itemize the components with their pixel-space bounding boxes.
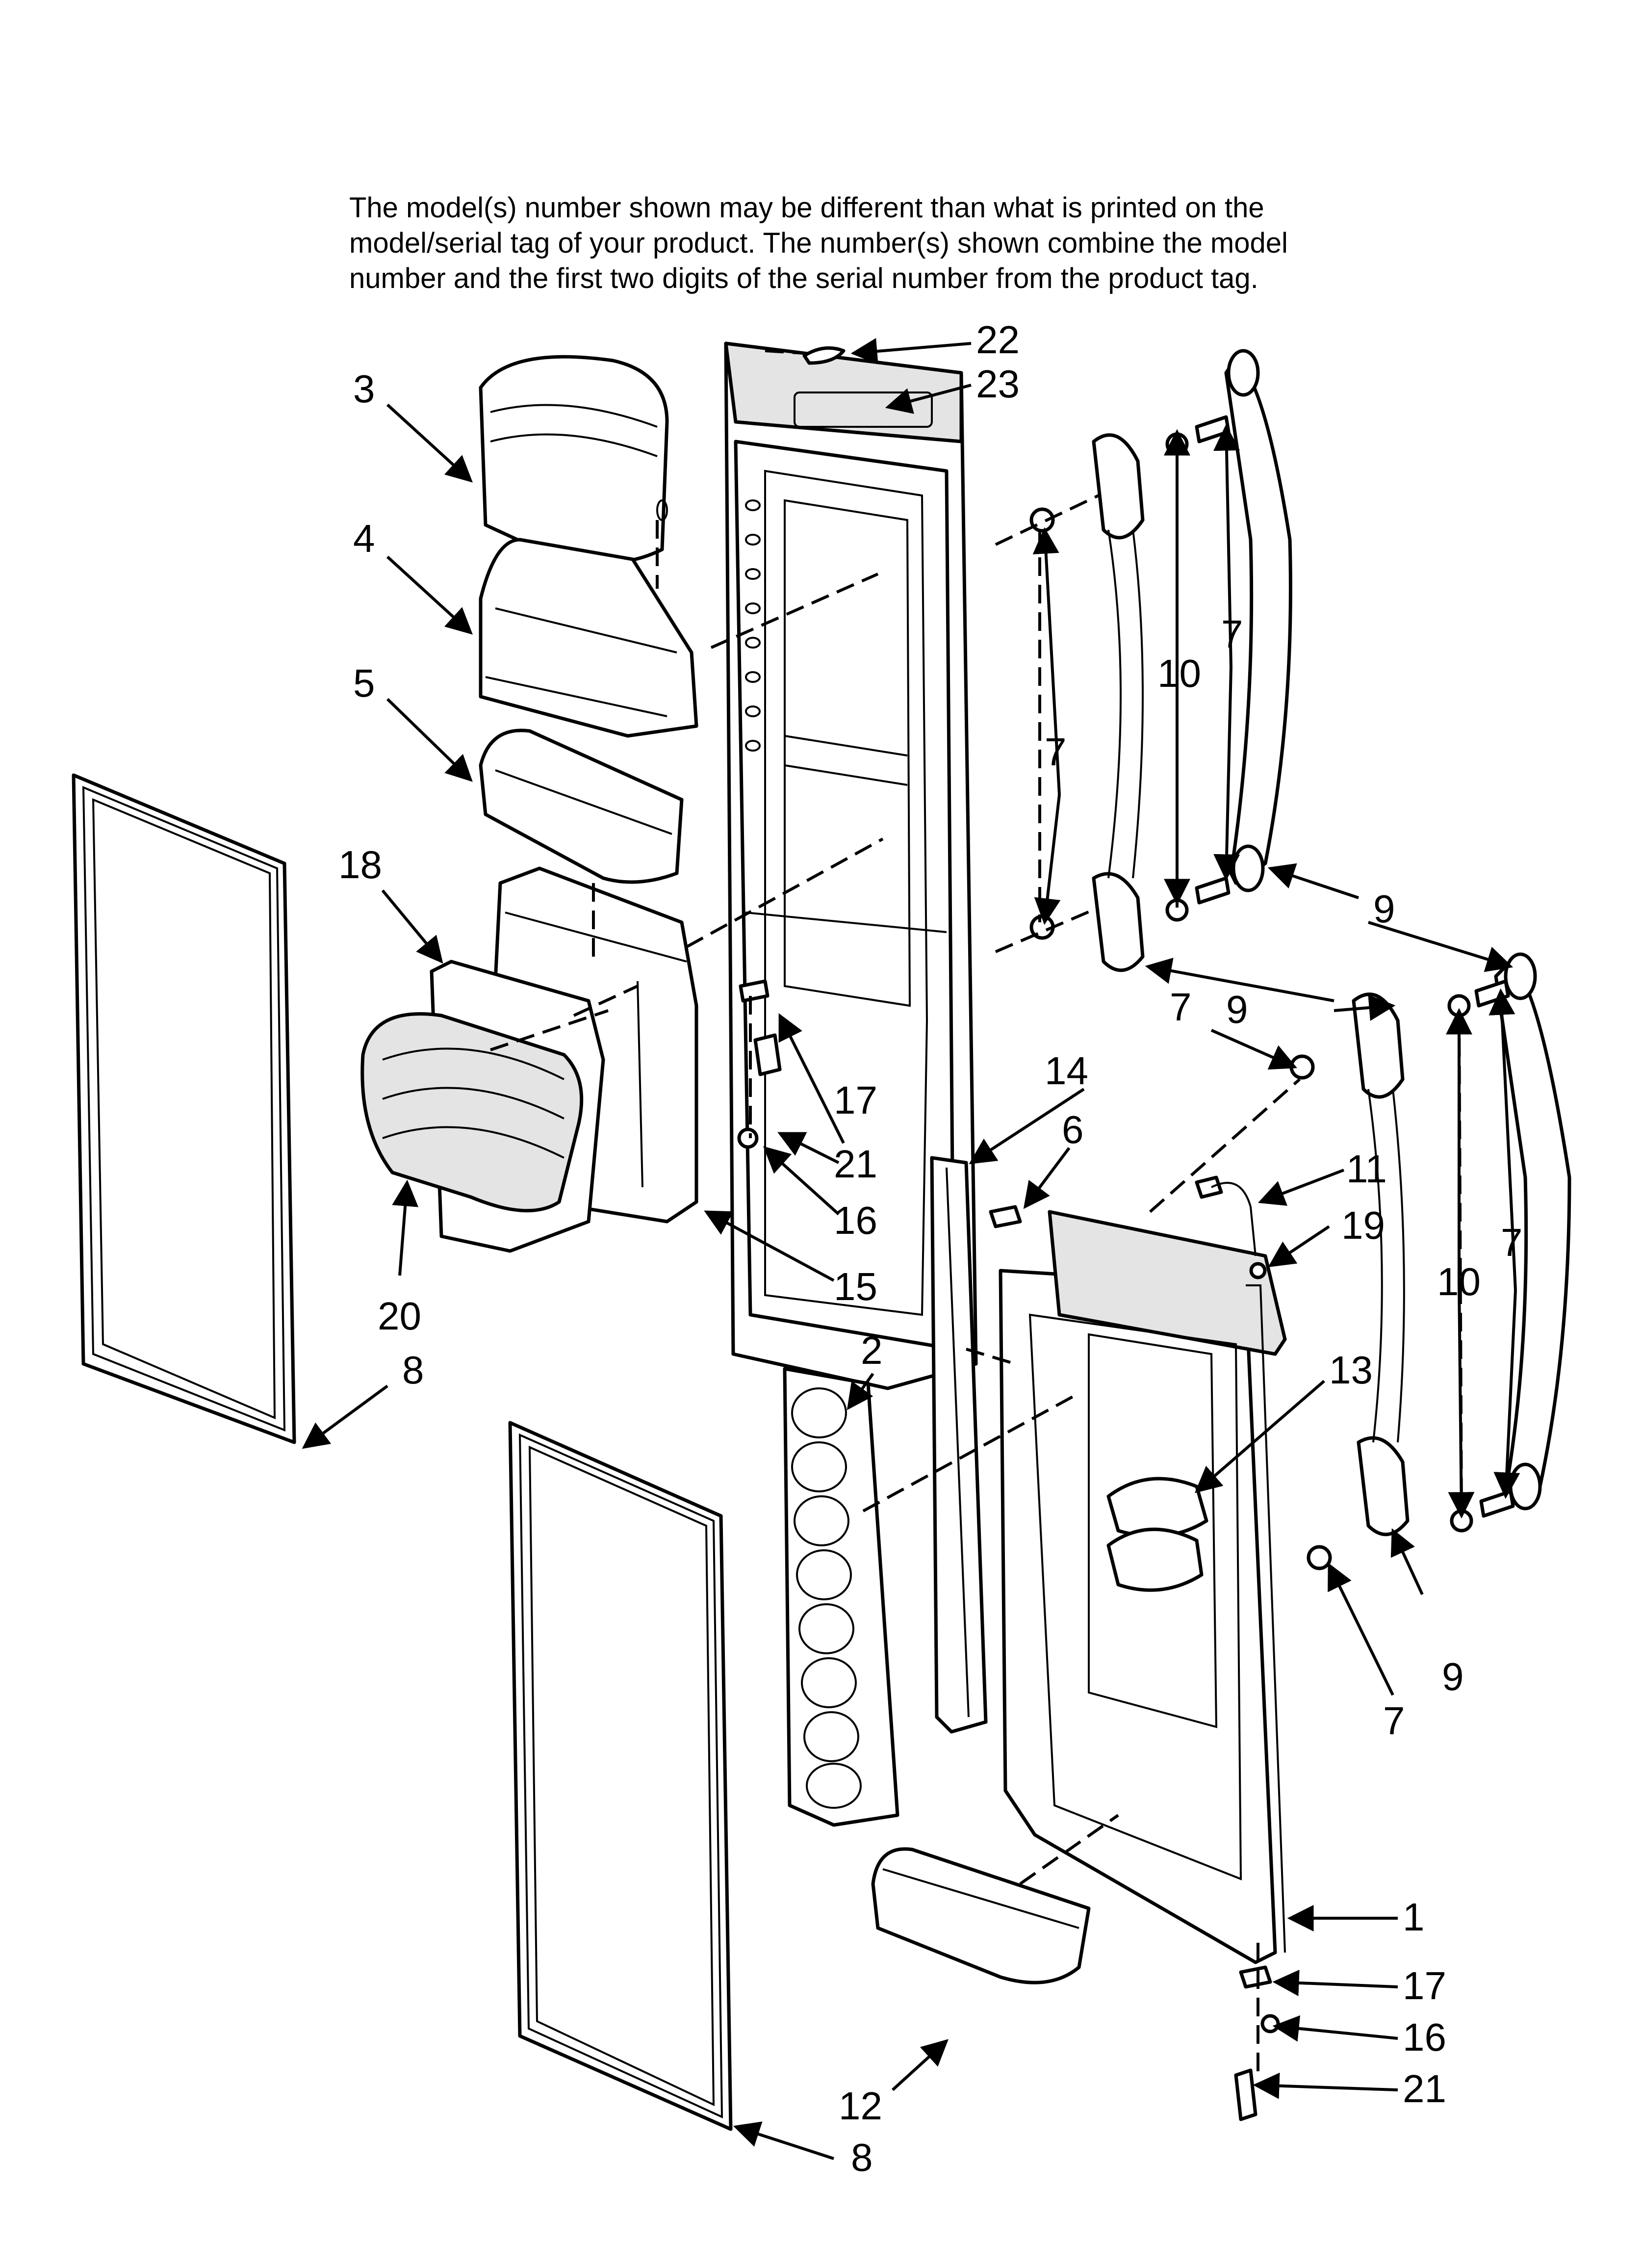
callout-9-b: 9 [1226, 988, 1248, 1031]
callout-leaders [302, 338, 1520, 2160]
callout-17-upper: 17 [834, 1078, 877, 1122]
callout-9-a: 9 [1373, 887, 1395, 931]
callout-7-e: 7 [1383, 1699, 1405, 1743]
callout-17-lower: 17 [1403, 1964, 1446, 2007]
callout-8-upper: 8 [402, 1348, 424, 1392]
callout-8-lower: 8 [851, 2136, 873, 2179]
callout-3: 3 [353, 367, 375, 411]
dairy-bin-part-4 [479, 538, 698, 738]
model-number-note: The model(s) number shown may be differe… [349, 190, 1428, 296]
callout-14: 14 [1045, 1049, 1088, 1093]
upper-door-liner [724, 341, 978, 1390]
upper-door-shelf-slots [745, 499, 761, 752]
door-gasket-upper-part-8 [72, 773, 296, 1444]
callout-7-c: 7 [1170, 985, 1192, 1029]
callout-7-d: 7 [1501, 1221, 1523, 1264]
dispenser-door-part-20 [360, 1012, 584, 1213]
callout-22: 22 [976, 318, 1020, 362]
callout-15: 15 [834, 1265, 877, 1308]
lower-handle-bracket-part-9 [1352, 992, 1410, 1537]
callout-1: 1 [1403, 1895, 1425, 1939]
upper-handle-part-9 [1224, 349, 1292, 892]
callout-10-b: 10 [1437, 1260, 1481, 1303]
note-line-1: The model(s) number shown may be differe… [349, 192, 1264, 224]
door-cap-part-22 [802, 346, 846, 365]
callout-9-c: 9 [1442, 1655, 1464, 1698]
dairy-door-part-3 [479, 355, 669, 565]
note-line-3: number and the first two digits of the s… [349, 262, 1258, 294]
callout-11: 11 [1346, 1147, 1387, 1191]
callout-10-a: 10 [1157, 652, 1201, 695]
callout-5: 5 [353, 661, 375, 705]
callout-labels: 22 23 3 4 5 18 20 8 8 17 21 16 15 14 6 2… [338, 318, 1523, 2179]
callout-2: 2 [861, 1329, 883, 1372]
callout-12: 12 [839, 2084, 882, 2128]
door-bin-part-5 [479, 729, 684, 884]
callout-7-b: 7 [1221, 612, 1243, 656]
callout-20: 20 [378, 1294, 421, 1338]
note-line-2: model/serial tag of your product. The nu… [349, 227, 1288, 259]
callout-13: 13 [1329, 1348, 1373, 1392]
callout-21-upper: 21 [834, 1142, 877, 1186]
callout-4: 4 [353, 517, 375, 560]
callout-23: 23 [976, 362, 1020, 406]
lower-handle-part-9 [1494, 952, 1571, 1511]
callout-16-upper: 16 [834, 1199, 877, 1242]
lower-door-part-1 [999, 1210, 1287, 1964]
mullion-part-14 [930, 1156, 988, 1734]
callout-6: 6 [1062, 1108, 1084, 1151]
callout-21-lower: 21 [1403, 2067, 1446, 2111]
callout-7-a: 7 [1045, 730, 1067, 774]
ice-bin-part-2 [783, 1367, 899, 1827]
callout-18: 18 [338, 843, 382, 886]
door-bin-part-12 [871, 1847, 1091, 1984]
door-gasket-lower-part-8 [508, 1421, 733, 2131]
callout-19: 19 [1341, 1203, 1385, 1247]
upper-handle-bracket-part-9 [1092, 433, 1145, 972]
callout-16-lower: 16 [1403, 2015, 1446, 2059]
